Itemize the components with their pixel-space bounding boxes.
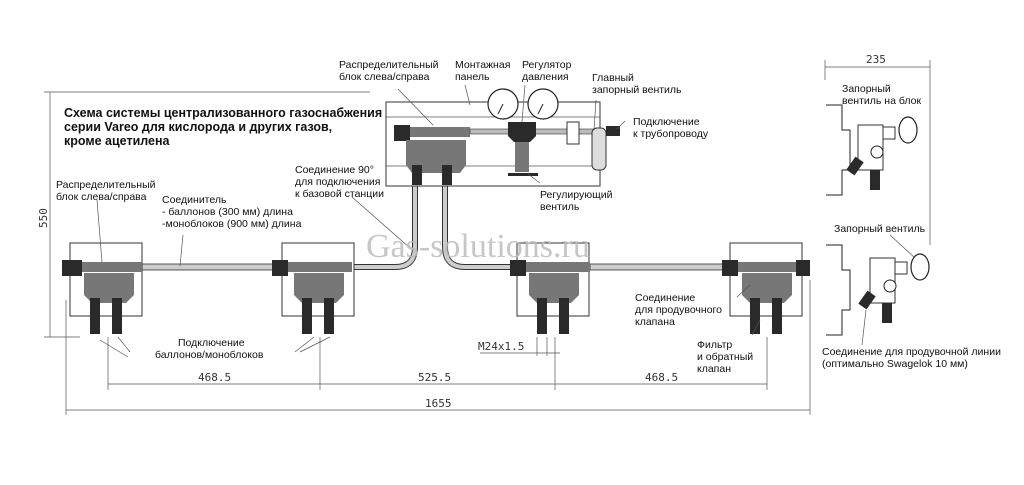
title-line-1: Схема системы централизованного газоснаб… — [64, 106, 382, 120]
title-line-3: кроме ацетилена — [64, 134, 171, 148]
label-purge-line: Соединение для продувочной линии — [822, 346, 1001, 358]
height-dimension: 550 — [37, 91, 370, 338]
label-connector: Соединитель — [162, 194, 227, 206]
label-distributor-left-2: блок слева/справа — [56, 191, 147, 203]
dimension-total: 1655 — [425, 397, 452, 410]
mounting-panel — [385, 88, 620, 187]
manifold-block-4 — [722, 242, 810, 334]
label-distributor-left: Распределительный — [56, 179, 156, 191]
label-filter-2: и обратный — [697, 351, 753, 363]
title-line-2: серии Vareo для кислорода и других газов… — [64, 120, 332, 134]
label-distributor-top-2: блок слева/справа — [339, 71, 430, 83]
label-cylinder-connection-2: баллонов/моноблоков — [155, 349, 264, 361]
manifold-block-1 — [62, 242, 143, 334]
label-purge-connection: Соединение — [635, 292, 695, 304]
side-view-shutoff-valve — [826, 234, 930, 346]
dimension-span-left: 468.5 — [198, 371, 231, 384]
diagram-title: Схема системы централизованного газоснаб… — [64, 106, 382, 148]
label-filter-3: клапан — [697, 363, 731, 375]
side-view-block-valve — [826, 104, 918, 196]
label-main-valve-2: запорный вентиль — [592, 84, 682, 96]
dimension-side-width: 235 — [866, 53, 886, 66]
component-labels: Распределительный блок слева/справа Соед… — [56, 59, 753, 375]
label-cylinder-connection: Подключение — [178, 337, 245, 349]
label-elbow: Соединение 90° — [295, 164, 374, 176]
side-view-labels: Запорный вентиль на блок Запорный вентил… — [822, 83, 1001, 370]
label-control-valve-2: вентиль — [540, 201, 580, 213]
label-block-valve: Запорный — [842, 83, 891, 95]
label-mounting-panel-2: панель — [455, 71, 490, 83]
valve-handwheel-icon — [910, 253, 930, 281]
dimension-span-center: 525.5 — [418, 371, 451, 384]
label-pressure-regulator: Регулятор — [522, 59, 572, 71]
bottom-dimensions: 468.5 525.5 468.5 1655 M24x1.5 — [65, 280, 811, 415]
label-connector-2: - баллонов (300 мм) длина — [162, 206, 293, 218]
label-pressure-regulator-2: давления — [522, 71, 569, 83]
side-view-dimension: 235 — [824, 53, 931, 245]
label-elbow-3: к базовой станции — [295, 188, 384, 200]
label-pipeline-connection: Подключение — [633, 116, 700, 128]
label-filter: Фильтр — [697, 339, 732, 351]
label-block-valve-2: вентиль на блок — [842, 95, 921, 107]
label-purge-line-2: (оптимально Swagelok 10 мм) — [822, 358, 968, 370]
label-purge-connection-3: клапана — [635, 316, 675, 328]
leader-lines — [96, 84, 761, 358]
dimension-thread: M24x1.5 — [478, 340, 524, 353]
label-shutoff-valve: Запорный вентиль — [834, 223, 926, 235]
watermark: Gas-solutions.ru — [366, 228, 590, 265]
dimension-span-right: 468.5 — [645, 371, 678, 384]
manifold-block-2 — [272, 242, 355, 334]
label-mounting-panel: Монтажная — [455, 59, 510, 71]
label-connector-3: -моноблоков (900 мм) длина — [162, 218, 302, 230]
label-control-valve: Регулирующий — [540, 189, 613, 201]
manifold-block-3 — [510, 242, 590, 334]
height-value: 550 — [37, 208, 50, 228]
label-purge-connection-2: для продувочного — [635, 304, 722, 316]
label-elbow-2: для подключения — [295, 176, 380, 188]
valve-handwheel-icon — [898, 116, 918, 144]
label-main-valve: Главный — [592, 72, 634, 84]
label-pipeline-connection-2: к трубопроводу — [633, 128, 709, 140]
label-distributor-top: Распределительный — [339, 59, 439, 71]
